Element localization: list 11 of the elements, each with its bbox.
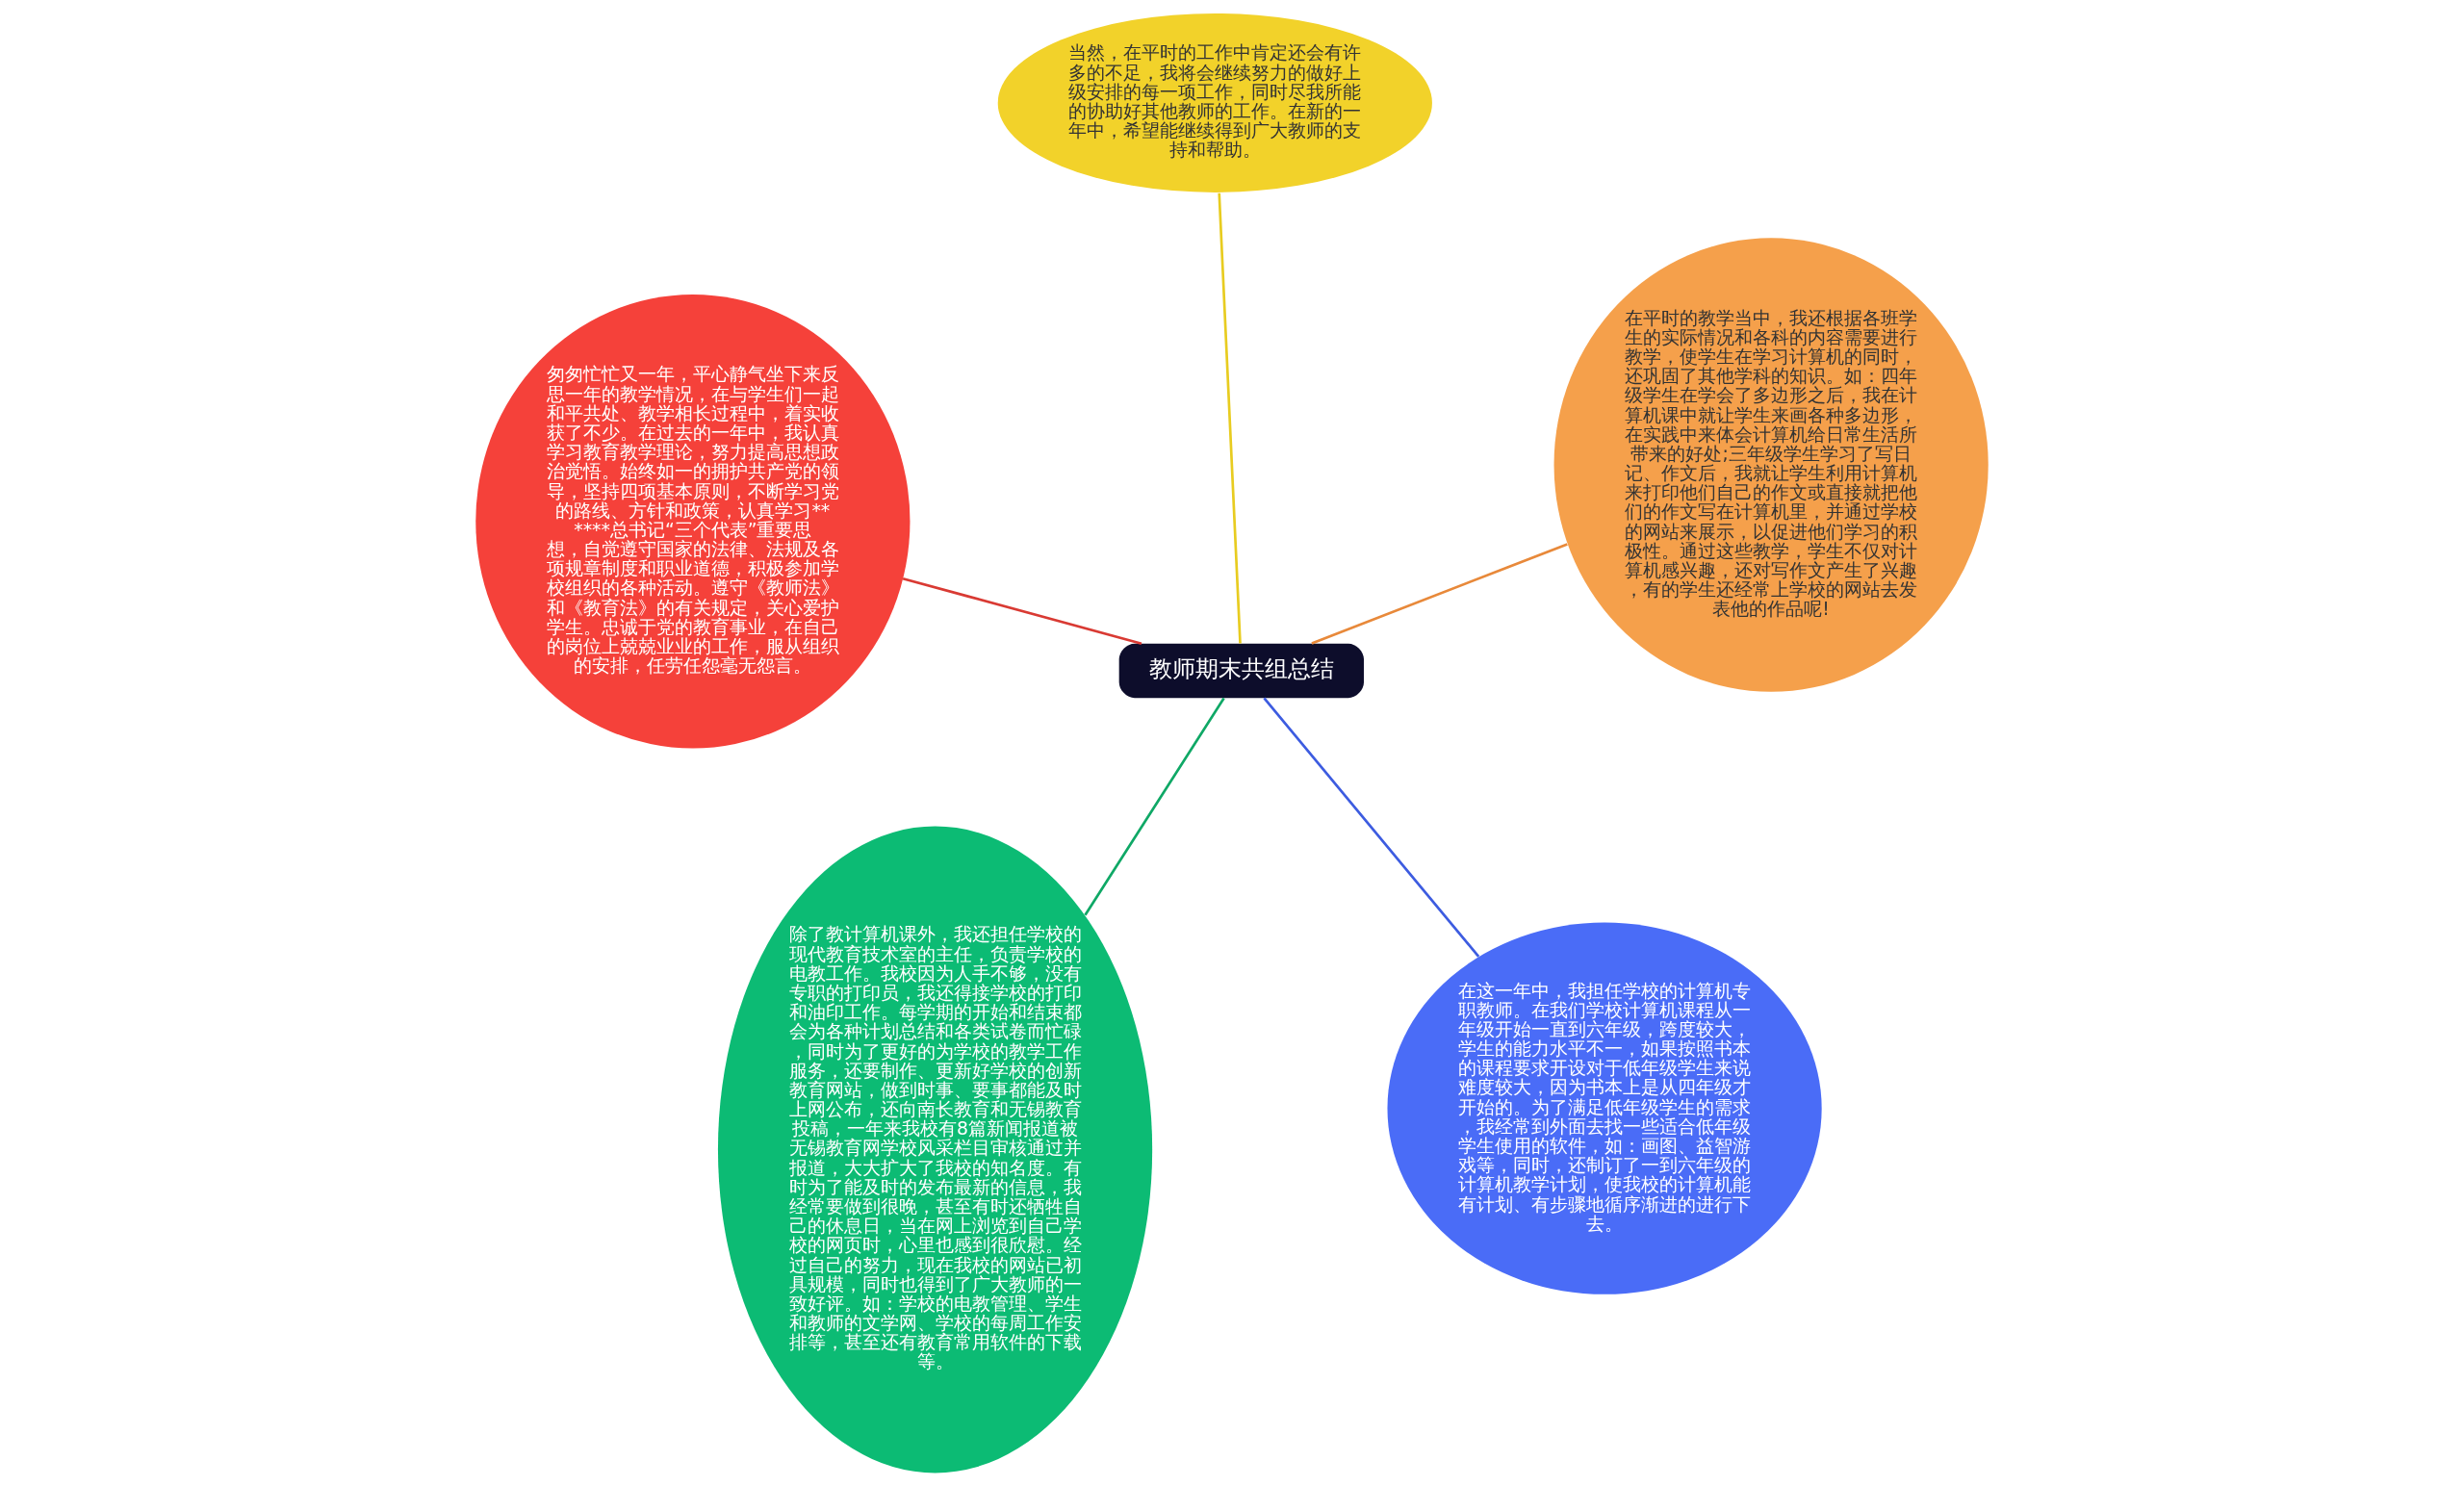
node-circle: 在平时的教学当中，我还根据各班学生的实际情况和各科的内容需要进行教学，使学生在学习计算机的同时，还巩固了其他学科的知识。如：四年级学生在学会了多边形之后，我在计算机课中就让学生来画各种多边形，在实践中来体会计算机给日常生活所带来的好处;三年级学生学习了写日记、作文后，我就让学生利用计算机来打印他们自己的作文或直接就把他们的作文写在计算机里，并通过学校的网站来展示，以促进他们学习的积极性。通过这些教学，学生不仅对计算机感兴趣，还对写作文产生了兴趣，有的学生还经常上学校的网站去发表他的作品呢! (1553, 238, 1989, 692)
node-ellipse: 除了教计算机课外，我还担任学校的现代教育技术室的主任，负责学校的电教工作。我校因为人手不够，没有专职的打印员，我还得接学校的打印和油印工作。每学期的开始和结束都会为各种计划总结和各类试卷而忙碌，同时为了更好的为学校的教学工作服务，还要制作、更新好学校的创新教育网站，做到时事、要事都能及时上网公布，还向南长教育和无锡教育投稿，一年来我校有8篇新闻报道被无锡教育网学校风采栏目审核通过并报道，大大扩大了我校的知名度。有时为了能及时的发布最新的信息，我经常要做到很晚，甚至有时还牺牲自己的休息日，当在网上浏览到自己学校的网页时，心里也感到很欣慰。经过自己的努力，现在我校的网站已初具规模，同时也得到了广大教师的一致好评。如：学校的电教管理、学生和教师的文学网、学校的每周工作安排等，甚至还有教育常用软件的下载等。 (717, 826, 1153, 1473)
node-ellipse: 在这一年中，我担任学校的计算机专职教师。在我们学校计算机课程从一年级开始一直到六年级，跨度较大，学生的能力水平不一，如果按照书本的课程要求开设对于低年级学生来说难度较大，因为书本上是从四年级才开始的。为了满足低年级学生的需求，我经常到外面去找一些适合低年级学生使用的软件，如：画图、益智游戏等，同时，还制订了一到六年级的计算机教学计划，使我校的计算机能有计划、有步骤地循序渐进的进行下去。 (1387, 922, 1822, 1294)
connector (902, 576, 1142, 645)
connector (1311, 543, 1568, 645)
connector (1218, 192, 1242, 644)
connector (1263, 697, 1480, 958)
node-ellipse: 当然，在平时的工作中肯定还会有许多的不足，我将会继续努力的做好上级安排的每一项工作，同时尽我所能的协助好其他教师的工作。在新的一年中，希望能继续得到广大教师的支持和帮助。 (997, 13, 1432, 192)
connector (1084, 697, 1225, 916)
node-box: 教师期末共组总结 (1118, 643, 1364, 699)
node-circle: 匆匆忙忙又一年，平心静气坐下来反思一年的教学情况，在与学生们一起和平共处、教学相长过程中，着实收获了不少。在过去的一年中，我认真学习教育教学理论，努力提高思想政治觉悟。始终如一的拥护共产党的领导，坚持四项基本原则，不断学习党的路线、方针和政策，认真学习******总书记“三个代表”重要思想，自觉遵守国家的法律、法规及各项规章制度和职业道德，积极参加学校组织的各种活动。遵守《教师法》和《教育法》的有关规定，关心爱护学生。忠诚于党的教育事业，在自己的岗位上兢兢业业的工作，服从组织的安排，任劳任怨毫无怨言。 (475, 295, 911, 749)
